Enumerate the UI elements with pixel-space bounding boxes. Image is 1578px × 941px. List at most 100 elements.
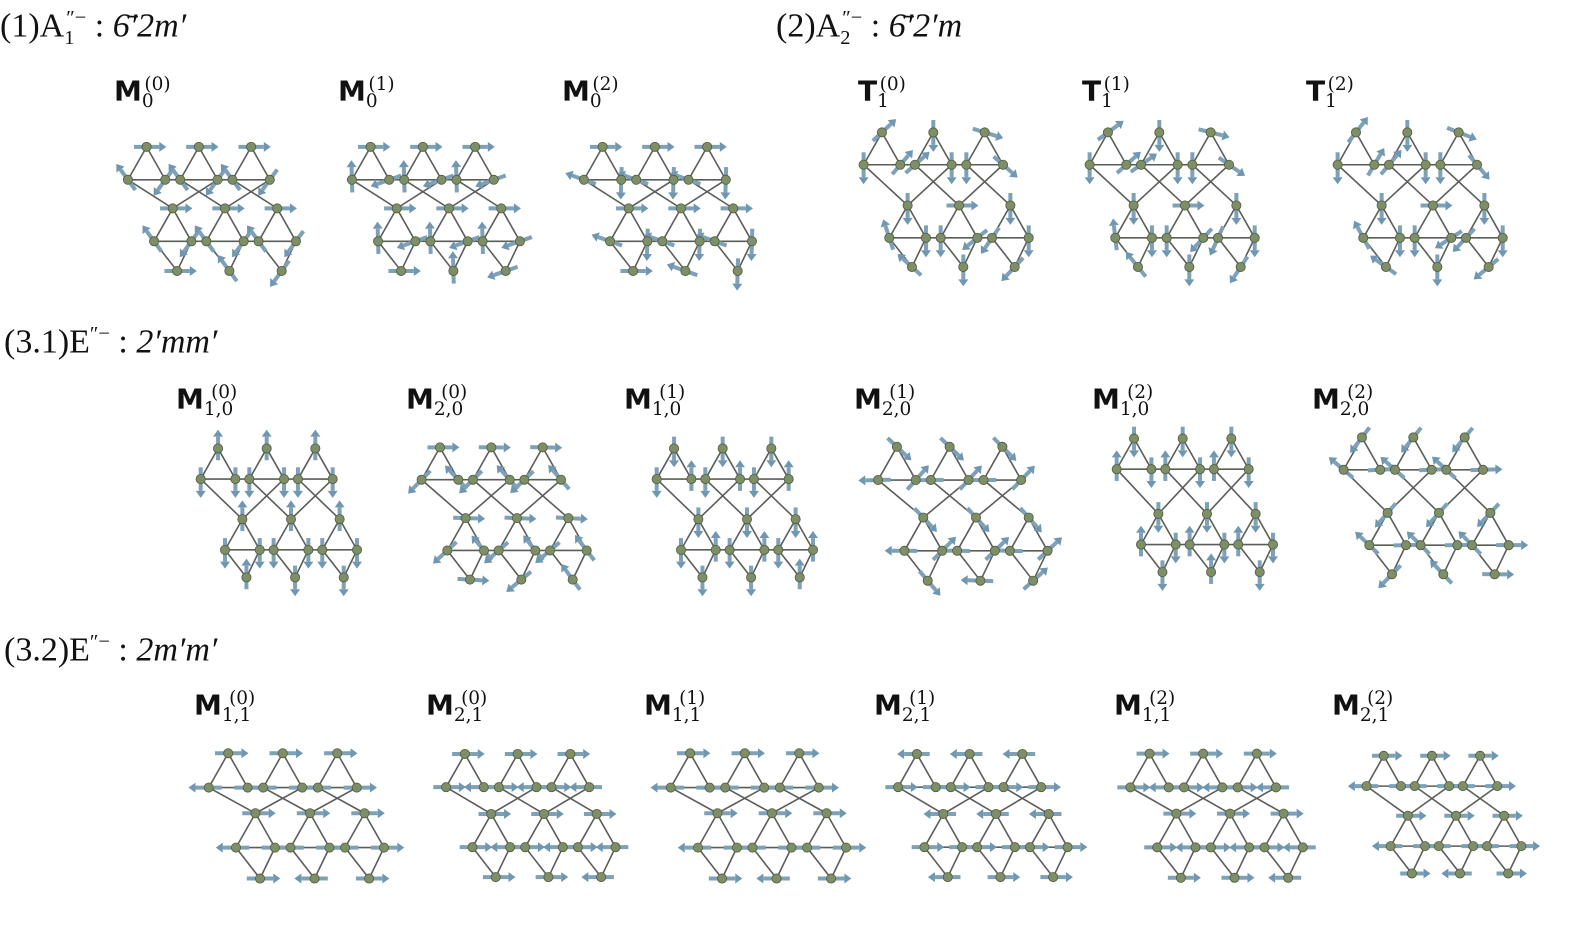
arrow-head xyxy=(1202,782,1210,793)
bond-line xyxy=(497,517,518,551)
arrow-head xyxy=(1243,808,1251,819)
atom-sphere xyxy=(1375,464,1386,475)
atom-sphere xyxy=(1043,808,1054,819)
arrow-head xyxy=(1269,748,1277,759)
lattice-svg xyxy=(1328,426,1529,589)
atom-sphere xyxy=(978,475,989,486)
arrow-head xyxy=(1009,169,1018,178)
atom-sphere xyxy=(998,159,1009,170)
bond-line xyxy=(551,786,598,815)
atom-sphere xyxy=(919,842,930,853)
arrow-head xyxy=(844,873,852,884)
bond-line xyxy=(897,753,918,788)
arrow-head xyxy=(1053,537,1063,546)
arrow-head xyxy=(1419,810,1427,821)
arrow-head xyxy=(1250,525,1261,533)
bond-line xyxy=(932,131,953,166)
atom-sphere xyxy=(1479,200,1490,211)
arrow-head xyxy=(668,192,679,200)
bond-line xyxy=(799,549,814,578)
atom-sphere xyxy=(441,782,452,793)
arrow-head xyxy=(1409,250,1420,258)
arrow-head xyxy=(1370,255,1379,264)
arrow-head xyxy=(759,531,770,539)
arrow-head xyxy=(880,219,891,228)
atom-sphere xyxy=(895,159,906,170)
bond-line xyxy=(481,207,502,242)
arrow-head xyxy=(1347,781,1355,792)
bond-line xyxy=(1175,813,1197,848)
atom-sphere xyxy=(963,475,974,486)
arrow-head xyxy=(1184,279,1195,287)
arrow-head xyxy=(615,141,623,152)
arrow-head xyxy=(268,808,276,819)
atom-sphere xyxy=(493,545,504,556)
arrow-head xyxy=(1161,250,1172,258)
atom-sphere xyxy=(786,842,797,853)
bond-line xyxy=(654,146,675,181)
bond-line xyxy=(1130,786,1177,815)
arrow-head xyxy=(1352,220,1362,230)
arrow-head xyxy=(790,531,801,539)
bond-line xyxy=(1407,815,1426,847)
bond-line xyxy=(1438,815,1457,847)
atom-sphere xyxy=(1190,842,1201,853)
kagome-lattice-diagram xyxy=(858,436,1092,620)
atom-sphere xyxy=(964,748,975,759)
atom-sphere xyxy=(1259,842,1270,853)
atom-sphere xyxy=(246,141,257,152)
atom-sphere xyxy=(983,782,994,793)
bond-line xyxy=(1381,164,1427,207)
bond-line xyxy=(550,753,572,788)
lattice-svg xyxy=(650,748,867,884)
atom-sphere xyxy=(277,748,288,759)
panel-label: M2,0(2) xyxy=(1312,382,1374,420)
arrow-head xyxy=(1172,177,1183,185)
arrow-head xyxy=(1380,456,1389,466)
bond-line xyxy=(1439,131,1460,166)
atom-sphere xyxy=(416,474,427,485)
kagome-lattice-diagram xyxy=(1320,117,1546,310)
bond-line xyxy=(1383,755,1402,787)
bond-line xyxy=(543,786,590,815)
bond-line xyxy=(369,146,390,181)
atom-sphere xyxy=(680,265,691,276)
atom-sphere xyxy=(310,443,321,454)
bond-line xyxy=(680,207,701,242)
bond-line xyxy=(798,752,820,788)
arrow-head xyxy=(1406,531,1416,540)
arrow-head xyxy=(1432,456,1441,466)
arrow-head xyxy=(1250,782,1258,793)
arrow-head xyxy=(581,872,589,883)
bond-line xyxy=(1213,438,1233,470)
panel-label: M0(0) xyxy=(114,74,171,112)
bond-line xyxy=(282,752,303,788)
bond-line xyxy=(1132,205,1153,239)
atom-sphere xyxy=(149,236,160,247)
bond-line xyxy=(1355,131,1375,166)
atom-sphere xyxy=(303,544,314,555)
arrow-head xyxy=(548,464,557,474)
bond-line xyxy=(1210,544,1226,573)
atom-sphere xyxy=(327,474,338,485)
arrow-head xyxy=(897,748,905,759)
bond-line xyxy=(224,549,248,578)
arrow-head xyxy=(1507,569,1515,580)
arrow-head xyxy=(556,808,564,819)
arrow-head xyxy=(887,119,897,128)
bond-line xyxy=(771,812,793,848)
atom-sphere xyxy=(683,174,694,185)
arrow-head xyxy=(1125,251,1135,261)
bond-line xyxy=(976,813,997,848)
arrow-head xyxy=(485,842,493,853)
bond-line xyxy=(217,448,237,480)
bond-line xyxy=(609,240,634,272)
atom-sphere xyxy=(899,545,910,556)
atom-sphere xyxy=(384,174,395,185)
atom-sphere xyxy=(1024,842,1035,853)
atom-sphere xyxy=(1406,868,1417,879)
arrow-head xyxy=(1001,272,1010,282)
atom-sphere xyxy=(1455,868,1466,879)
atom-sphere xyxy=(1172,159,1183,170)
bond-line xyxy=(628,207,649,242)
